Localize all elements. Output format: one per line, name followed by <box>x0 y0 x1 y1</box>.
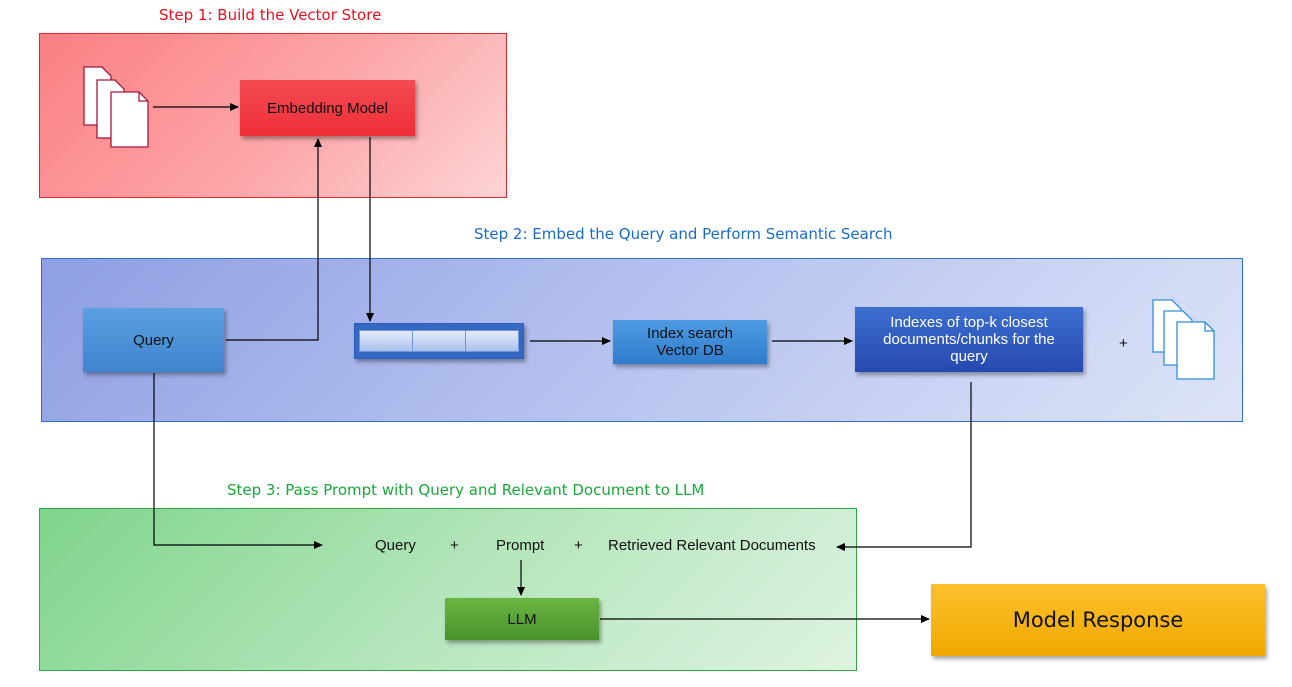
model-response-label: Model Response <box>1012 607 1184 632</box>
topk-label-line3: query <box>950 348 988 365</box>
prompt-prompt-text: Prompt <box>496 537 545 554</box>
index-search-box: Index search Vector DB <box>613 320 767 364</box>
plus-docs-sign: + <box>1119 335 1128 352</box>
prompt-query-text: Query <box>375 537 416 554</box>
index-search-label-line1: Index search <box>647 325 733 342</box>
step3-panel <box>39 508 857 671</box>
model-response-box: Model Response <box>931 584 1265 656</box>
query-box: Query <box>83 308 224 372</box>
documents-input-icon <box>83 66 149 148</box>
arrow-query-to-embedding <box>226 138 322 341</box>
topk-label-line1: Indexes of top-k closest <box>890 314 1048 331</box>
arrow-query-to-prompt <box>153 373 323 549</box>
embedding-model-box: Embedding Model <box>240 80 415 136</box>
query-label: Query <box>133 331 174 349</box>
arrow-topk-to-retrieved <box>836 382 972 551</box>
llm-box: LLM <box>445 598 599 640</box>
retrieved-documents-text: Retrieved Relevant Documents <box>608 537 816 554</box>
index-search-label-line2: Vector DB <box>656 342 724 359</box>
llm-label: LLM <box>507 610 537 628</box>
vector-embedding-icon <box>354 323 524 359</box>
topk-label-line2: documents/chunks for the <box>883 331 1055 348</box>
prompt-plus-sign-1: + <box>450 537 459 554</box>
step2-title: Step 2: Embed the Query and Perform Sema… <box>474 225 893 243</box>
step3-title: Step 3: Pass Prompt with Query and Relev… <box>227 481 705 499</box>
documents-retrieved-icon <box>1152 299 1215 380</box>
step1-title: Step 1: Build the Vector Store <box>159 6 382 24</box>
embedding-model-label: Embedding Model <box>267 99 388 117</box>
prompt-plus-sign-2: + <box>574 537 583 554</box>
topk-indexes-box: Indexes of top-k closest documents/chunk… <box>855 307 1083 372</box>
